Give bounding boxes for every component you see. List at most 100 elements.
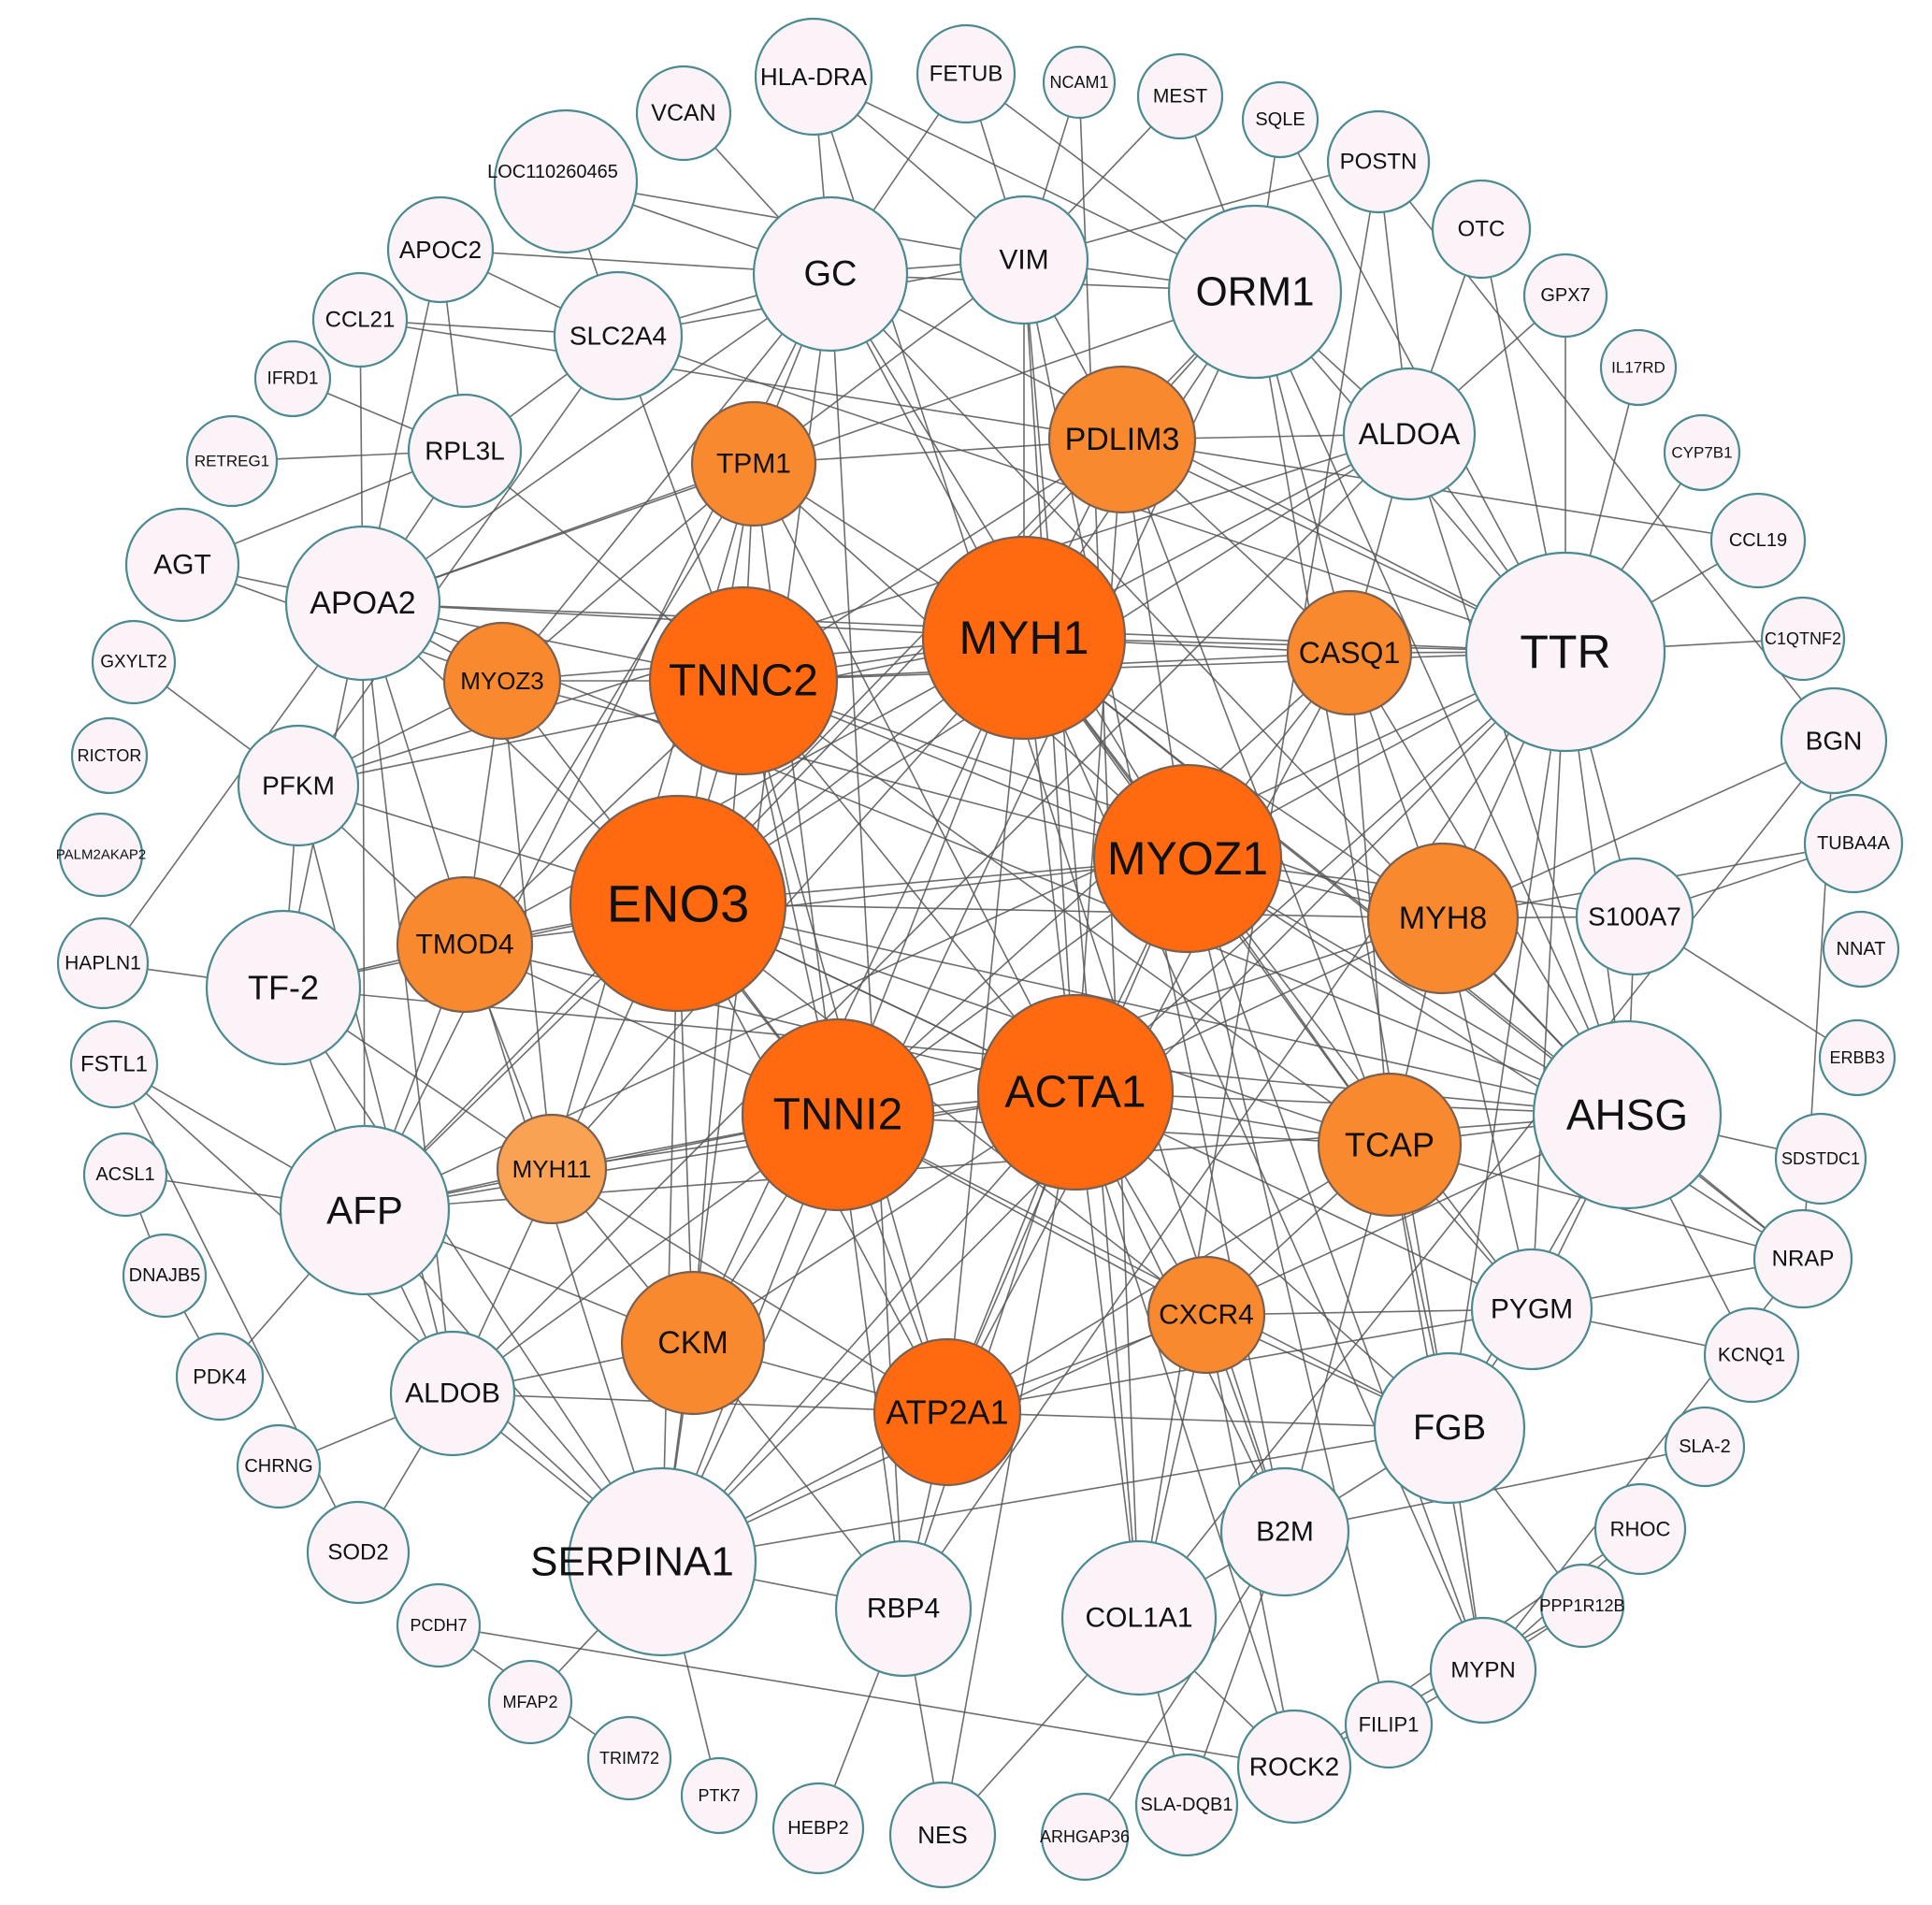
node-vim[interactable]: VIM	[959, 195, 1089, 325]
node-agt[interactable]: AGT	[124, 507, 240, 623]
node-atp2a1[interactable]: ATP2A1	[872, 1337, 1022, 1487]
node-ttr[interactable]: TTR	[1464, 551, 1666, 753]
node-circle-fgb	[1373, 1351, 1526, 1505]
node-cxcr4[interactable]: CXCR4	[1146, 1255, 1266, 1375]
edge-myoz1-filip1	[1187, 858, 1390, 1725]
node-hapln1[interactable]: HAPLN1	[56, 916, 150, 1010]
node-ncam1[interactable]: NCAM1	[1042, 45, 1117, 120]
node-mfap2[interactable]: MFAP2	[487, 1659, 573, 1745]
node-label-sla-2: SLA-2	[1679, 1436, 1731, 1457]
node-fetub[interactable]: FETUB	[916, 23, 1016, 124]
node-bgn[interactable]: BGN	[1780, 686, 1888, 795]
node-c1qtnf2[interactable]: C1QTNF2	[1760, 596, 1846, 682]
node-serpina1[interactable]: SERPINA1	[530, 1466, 757, 1657]
node-myoz1[interactable]: MYOZ1	[1092, 763, 1283, 954]
node-s100a7[interactable]: S100A7	[1575, 857, 1694, 976]
node-sod2[interactable]: SOD2	[306, 1500, 411, 1605]
node-chrng[interactable]: CHRNG	[236, 1423, 322, 1509]
node-otc[interactable]: OTC	[1431, 179, 1532, 280]
node-label-filip1: FILIP1	[1359, 1713, 1420, 1737]
node-postn[interactable]: POSTN	[1326, 109, 1431, 214]
node-ccl19[interactable]: CCL19	[1709, 492, 1807, 589]
node-cyp7b1[interactable]: CYP7B1	[1663, 413, 1741, 492]
node-sdstdc1[interactable]: SDSTDC1	[1774, 1112, 1867, 1205]
node-mest[interactable]: MEST	[1136, 52, 1224, 140]
node-circle-sdstdc1	[1774, 1112, 1867, 1205]
node-label-nrap: NRAP	[1772, 1247, 1835, 1272]
node-aldob[interactable]: ALDOB	[389, 1330, 516, 1457]
node-tuba4a[interactable]: TUBA4A	[1803, 793, 1904, 894]
node-ahsg[interactable]: AHSG	[1532, 1019, 1723, 1210]
node-acta1[interactable]: ACTA1	[976, 993, 1175, 1191]
node-ccl21[interactable]: CCL21	[311, 271, 409, 368]
node-arhgap36[interactable]: ARHGAP36	[1040, 1792, 1130, 1882]
node-rock2[interactable]: ROCK2	[1236, 1709, 1352, 1825]
node-ptk7[interactable]: PTK7	[680, 1756, 758, 1835]
node-fgb[interactable]: FGB	[1373, 1351, 1526, 1505]
node-label-ccl21: CCL21	[325, 308, 396, 333]
node-il17rd[interactable]: IL17RD	[1599, 328, 1678, 407]
node-apoa2[interactable]: APOA2	[284, 525, 441, 682]
node-tnnc2[interactable]: TNNC2	[648, 585, 839, 776]
node-ppp1r12b[interactable]: PPP1R12B	[1539, 1563, 1625, 1649]
node-afp[interactable]: AFP	[279, 1124, 451, 1296]
node-myh1[interactable]: MYH1	[921, 535, 1127, 741]
node-ckm[interactable]: CKM	[620, 1270, 766, 1416]
node-label-apoc2: APOC2	[399, 236, 482, 264]
node-b2m[interactable]: B2M	[1219, 1466, 1350, 1597]
node-fstl1[interactable]: FSTL1	[69, 1019, 159, 1109]
node-tf-2[interactable]: TF-2	[205, 909, 362, 1066]
node-erbb3[interactable]: ERBB3	[1818, 1018, 1896, 1097]
node-mypn[interactable]: MYPN	[1429, 1616, 1537, 1725]
node-myoz3[interactable]: MYOZ3	[442, 621, 562, 741]
node-rpl3l[interactable]: RPL3L	[407, 393, 523, 509]
node-orm1[interactable]: ORM1	[1167, 204, 1343, 380]
node-rbp4[interactable]: RBP4	[834, 1539, 973, 1678]
node-col1a1[interactable]: COL1A1	[1060, 1539, 1218, 1696]
node-slc2a4[interactable]: SLC2A4	[553, 270, 684, 401]
node-pygm[interactable]: PYGM	[1470, 1248, 1593, 1371]
node-hla-dra[interactable]: HLA-DRA	[754, 17, 873, 137]
edge-eno3-myh8	[677, 902, 1444, 919]
node-nnat[interactable]: NNAT	[1822, 910, 1900, 989]
node-hebp2[interactable]: HEBP2	[771, 1782, 865, 1875]
node-myh8[interactable]: MYH8	[1366, 842, 1520, 995]
node-circle-retreg1	[185, 414, 279, 508]
node-circle-pfkm	[237, 724, 360, 847]
node-eno3[interactable]: ENO3	[569, 794, 787, 1013]
node-myh11[interactable]: MYH11	[496, 1113, 608, 1225]
node-kcnq1[interactable]: KCNQ1	[1703, 1306, 1800, 1404]
node-loc110260465[interactable]: LOC110260465	[487, 108, 639, 254]
node-pdlim3[interactable]: PDLIM3	[1047, 365, 1197, 514]
node-sla-dqb1[interactable]: SLA-DQB1	[1134, 1753, 1239, 1857]
node-ifrd1[interactable]: IFRD1	[253, 339, 332, 418]
node-filip1[interactable]: FILIP1	[1344, 1680, 1434, 1769]
node-tcap[interactable]: TCAP	[1317, 1072, 1463, 1218]
node-circle-dnajb5	[122, 1233, 208, 1319]
node-pcdh7[interactable]: PCDH7	[396, 1582, 482, 1668]
node-acsl1[interactable]: ACSL1	[82, 1132, 168, 1218]
node-aldoa[interactable]: ALDOA	[1342, 367, 1477, 501]
node-trim72[interactable]: TRIM72	[586, 1715, 672, 1801]
node-pdk4[interactable]: PDK4	[175, 1332, 265, 1422]
node-palm2akap2[interactable]: PALM2AKAP2	[56, 812, 146, 898]
node-vcan[interactable]: VCAN	[635, 65, 732, 162]
node-sqle[interactable]: SQLE	[1241, 80, 1319, 159]
node-rhoc[interactable]: RHOC	[1593, 1482, 1687, 1576]
node-nes[interactable]: NES	[888, 1781, 997, 1889]
node-nrap[interactable]: NRAP	[1752, 1208, 1853, 1309]
node-gxylt2[interactable]: GXYLT2	[91, 619, 177, 705]
node-sla-2[interactable]: SLA-2	[1664, 1406, 1746, 1488]
node-tnni2[interactable]: TNNI2	[741, 1017, 935, 1212]
node-rictor[interactable]: RICTOR	[70, 716, 149, 795]
node-label-loc110260465: LOC110260465	[487, 162, 618, 182]
node-apoc2[interactable]: APOC2	[386, 195, 495, 304]
node-gc[interactable]: GC	[752, 195, 909, 353]
node-gpx7[interactable]: GPX7	[1522, 253, 1608, 339]
node-dnajb5[interactable]: DNAJB5	[122, 1233, 208, 1319]
node-retreg1[interactable]: RETREG1	[185, 414, 279, 508]
node-tmod4[interactable]: TMOD4	[396, 875, 534, 1014]
node-tpm1[interactable]: TPM1	[690, 400, 817, 527]
node-pfkm[interactable]: PFKM	[237, 724, 360, 847]
node-casq1[interactable]: CASQ1	[1286, 589, 1413, 716]
